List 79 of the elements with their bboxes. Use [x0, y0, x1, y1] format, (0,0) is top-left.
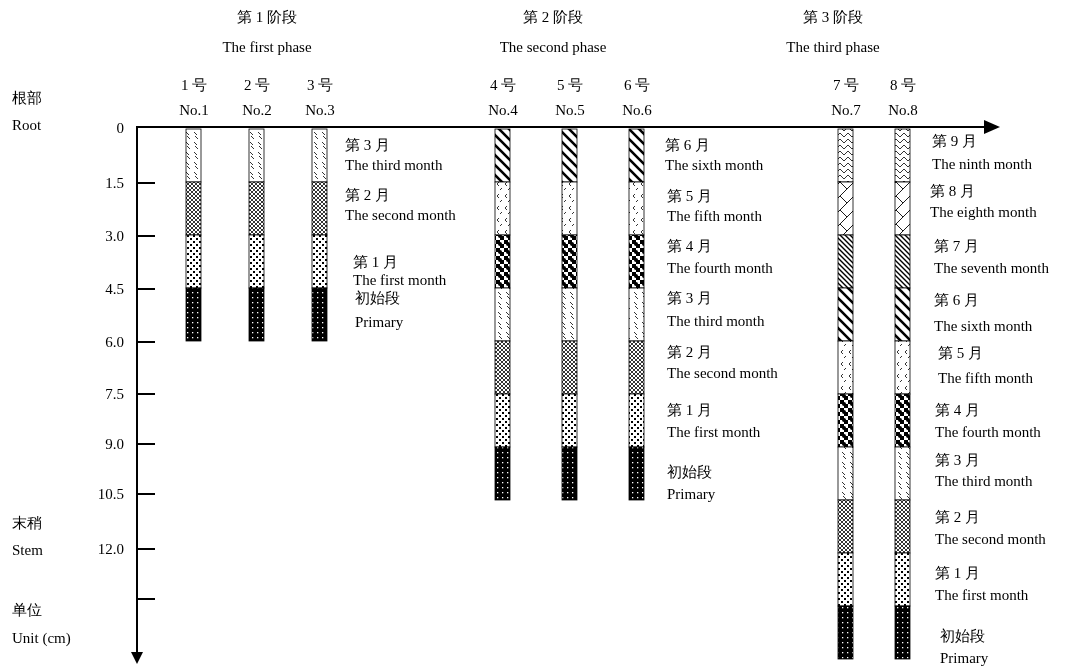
segment-label: 第 1 月: [667, 401, 712, 419]
axis-label: 根部: [12, 89, 42, 107]
segment-label: 第 3 月: [345, 136, 390, 154]
segment-label: The third month: [345, 156, 443, 174]
sample-number: No.4: [488, 101, 518, 119]
segment-label: Primary: [667, 485, 716, 503]
sample-number: No.1: [179, 101, 209, 119]
tick-label: 10.5: [97, 485, 124, 503]
segment-label: The fourth month: [935, 423, 1041, 441]
segment-label: 第 6 月: [665, 136, 710, 154]
segment-label: 第 7 月: [934, 237, 979, 255]
axis-label: 单位: [12, 601, 42, 619]
segment-label: 第 5 月: [938, 344, 983, 362]
segment-label: The third month: [667, 312, 765, 330]
segment-label: The fifth month: [938, 369, 1033, 387]
tick-label: 12.0: [97, 540, 124, 558]
axis-label: Unit (cm): [12, 629, 71, 647]
axis-label: 末稍: [12, 514, 42, 532]
sample-number: No.5: [555, 101, 585, 119]
axis-label: Root: [12, 116, 42, 134]
phase-heading: The third phase: [786, 38, 880, 56]
segment-label: 第 8 月: [930, 182, 975, 200]
sample-number: 2 号: [243, 76, 271, 94]
tick-label: 9.0: [105, 435, 124, 453]
phase-heading: 第 3 阶段: [803, 8, 863, 26]
segment-label: 第 4 月: [935, 401, 980, 419]
segment-label: 第 2 月: [667, 343, 712, 361]
sample-number: 7 号: [832, 76, 860, 94]
segment-label: The sixth month: [934, 317, 1033, 335]
segment-label: 第 3 月: [935, 451, 980, 469]
phase-heading: The first phase: [222, 38, 312, 56]
sample-number: 6 号: [623, 76, 651, 94]
segment-label: 初始段: [355, 289, 400, 307]
segment-label: 第 6 月: [934, 291, 979, 309]
tick-label: 7.5: [105, 385, 124, 403]
segment-label: 第 5 月: [667, 187, 712, 205]
segment-label: 第 2 月: [935, 508, 980, 526]
tick-label: 1.5: [105, 174, 124, 192]
segment-label: 第 4 月: [667, 237, 712, 255]
sample-number: No.7: [831, 101, 861, 119]
phase-heading: 第 2 阶段: [523, 8, 583, 26]
sample-number: 4 号: [489, 76, 517, 94]
sample-number: 1 号: [180, 76, 208, 94]
sample-number: 3 号: [306, 76, 334, 94]
segment-label: The ninth month: [932, 155, 1032, 173]
sample-number: No.6: [622, 101, 652, 119]
tick-label: 0: [116, 119, 124, 137]
segment-label: 初始段: [667, 463, 712, 481]
tick-label: 3.0: [105, 227, 124, 245]
segment-label: 第 1 月: [353, 253, 398, 271]
segment-label: The first month: [667, 423, 761, 441]
segment-label: The first month: [935, 586, 1029, 604]
tick-label: 4.5: [105, 280, 124, 298]
segment-label: 第 9 月: [932, 132, 977, 150]
segment-label: 第 1 月: [935, 564, 980, 582]
segment-label: 第 2 月: [345, 186, 390, 204]
segment-label: Primary: [355, 313, 404, 331]
sample-number: 8 号: [889, 76, 917, 94]
tick-label: 6.0: [105, 333, 124, 351]
segment-label: Primary: [940, 649, 989, 666]
segment-label: The fifth month: [667, 207, 762, 225]
segment-label: The seventh month: [934, 259, 1049, 277]
segment-label: 第 3 月: [667, 289, 712, 307]
segment-label: The third month: [935, 472, 1033, 490]
sample-number: No.8: [888, 101, 918, 119]
phase-heading: The second phase: [499, 38, 607, 56]
segment-label: The second month: [935, 530, 1046, 548]
sample-number: No.2: [242, 101, 272, 119]
phase-heading: 第 1 阶段: [237, 8, 297, 26]
segment-label: The sixth month: [665, 156, 764, 174]
axis-label: Stem: [12, 541, 43, 559]
sample-number: 5 号: [556, 76, 584, 94]
segment-label: 初始段: [940, 627, 985, 645]
segment-label: The eighth month: [930, 203, 1037, 221]
segment-label: The second month: [667, 364, 778, 382]
segment-label: The first month: [353, 271, 447, 289]
sample-number: No.3: [305, 101, 335, 119]
segment-label: The second month: [345, 206, 456, 224]
segment-label: The fourth month: [667, 259, 773, 277]
